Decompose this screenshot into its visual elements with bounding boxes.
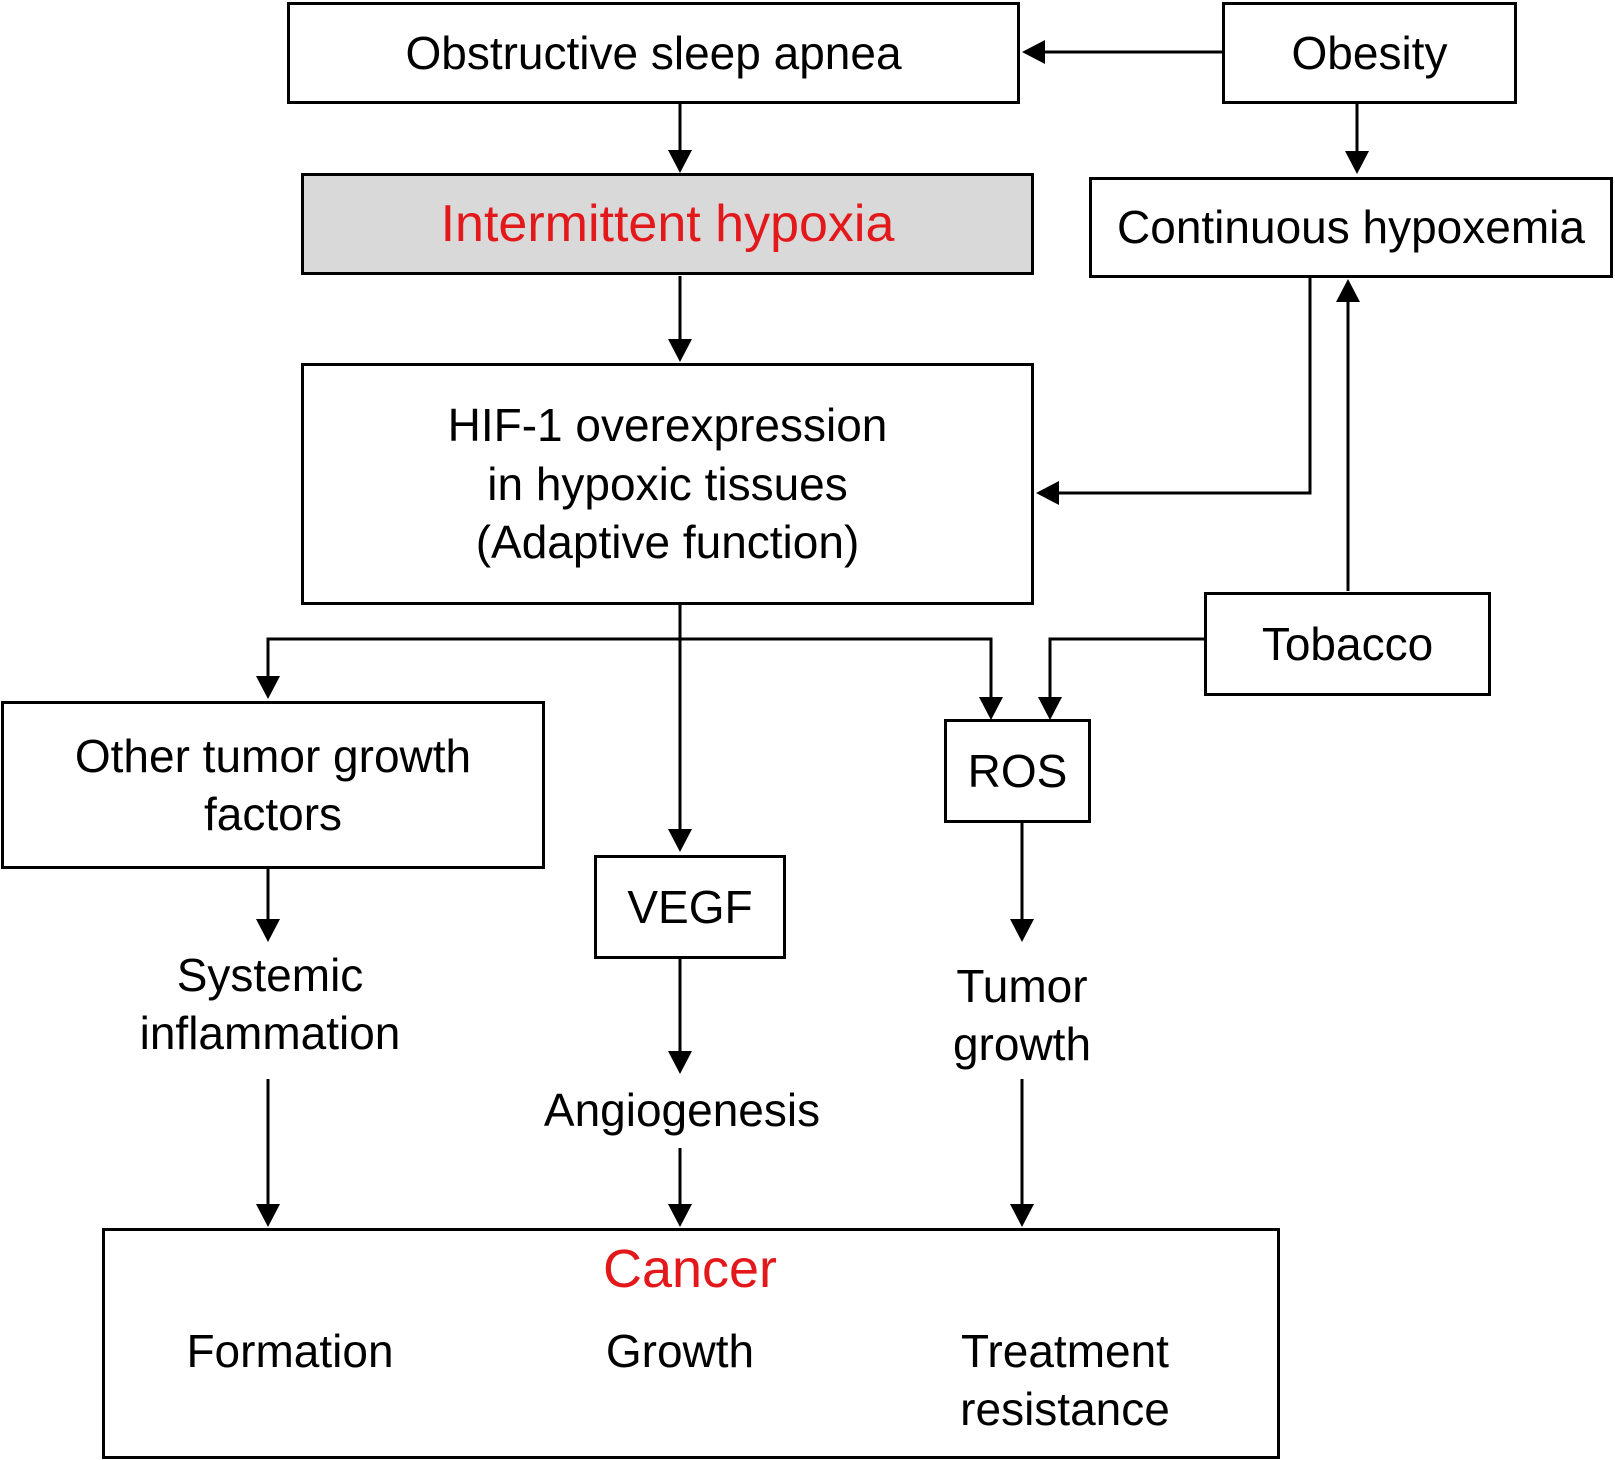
cancer-title: Cancer <box>602 1239 778 1299</box>
tumor-growth-line-2: growth <box>952 1018 1092 1071</box>
tobacco-label: Tobacco <box>1261 617 1434 670</box>
arrowhead-hif1-left <box>1036 481 1059 505</box>
osa-box: Obstructive sleep apnea <box>287 2 1020 104</box>
cancer-box <box>102 1228 1280 1459</box>
obesity-label: Obesity <box>1291 26 1448 79</box>
continuous-hypoxemia-box: Continuous hypoxemia <box>1089 177 1613 278</box>
treatment-resistance-line-1: Treatment <box>961 1325 1169 1377</box>
arrowhead-cancer-left <box>256 1204 280 1227</box>
other-factors-box: Other tumor growth factors <box>1 701 545 869</box>
cancer-growth: Growth <box>605 1325 755 1377</box>
treatment-resistance-line-2: resistance <box>960 1383 1170 1436</box>
arrowhead-other-factors-down <box>256 676 280 699</box>
vegf-label: VEGF <box>627 880 753 933</box>
obesity-box: Obesity <box>1222 2 1517 104</box>
intermittent-hypoxia-label: Intermittent hypoxia <box>440 194 895 253</box>
tumor-growth-line-1: Tumor <box>956 960 1088 1012</box>
arrowhead-angiogenesis-down <box>668 1051 692 1074</box>
hif1-label-line-2: in hypoxic tissues <box>487 457 848 510</box>
arrowhead-hif1-down <box>668 339 692 362</box>
systemic-inflammation-line-2: inflammation <box>139 1007 401 1060</box>
arrowhead-vegf-down <box>668 829 692 852</box>
arrowhead-cancer-right <box>1010 1204 1034 1227</box>
tumor-growth-text: Tumor growth <box>880 957 1164 1074</box>
systemic-inflammation-line-1: Systemic <box>176 949 364 1001</box>
arrowhead-ros-down-left <box>979 697 1003 720</box>
arrowhead-cancer-center <box>668 1204 692 1227</box>
ros-box: ROS <box>944 719 1091 823</box>
hif1-box: HIF-1 overexpression in hypoxic tissues … <box>301 363 1034 605</box>
arrowhead-inflammation-down <box>256 919 280 942</box>
arrow-hypoxemia-to-hif1 <box>1058 277 1312 495</box>
cancer-formation: Formation <box>186 1325 394 1377</box>
arrowhead-osa-left <box>1022 40 1045 64</box>
cancer-treatment-resistance: Treatment resistance <box>925 1322 1205 1439</box>
angiogenesis-label: Angiogenesis <box>543 1084 821 1136</box>
angiogenesis-text: Angiogenesis <box>480 1081 884 1139</box>
arrowhead-hypoxemia-down <box>1345 151 1369 174</box>
hif1-label-line-1: HIF-1 overexpression <box>447 399 888 452</box>
arrowhead-ros-down-right <box>1038 697 1062 720</box>
systemic-inflammation-text: Systemic inflammation <box>100 946 440 1063</box>
arrowhead-hypoxemia-up <box>1336 279 1360 302</box>
intermittent-hypoxia-box: Intermittent hypoxia <box>301 173 1034 275</box>
arrow-tobacco-to-ros <box>1048 637 1204 698</box>
osa-label: Obstructive sleep apnea <box>405 26 902 79</box>
vegf-box: VEGF <box>594 855 786 959</box>
arrowhead-tumor-growth-down <box>1010 919 1034 942</box>
other-factors-label-line-1: Other tumor growth <box>74 729 472 782</box>
ros-label: ROS <box>967 744 1068 797</box>
arrow-hif1-to-other-factors <box>266 637 680 677</box>
hif1-label-line-3: (Adaptive function) <box>475 516 860 569</box>
tobacco-box: Tobacco <box>1204 592 1491 696</box>
arrowhead-ih-down <box>668 150 692 173</box>
other-factors-label-line-2: factors <box>203 788 343 840</box>
continuous-hypoxemia-label: Continuous hypoxemia <box>1117 201 1585 254</box>
arrow-hif1-to-ros <box>680 637 993 698</box>
